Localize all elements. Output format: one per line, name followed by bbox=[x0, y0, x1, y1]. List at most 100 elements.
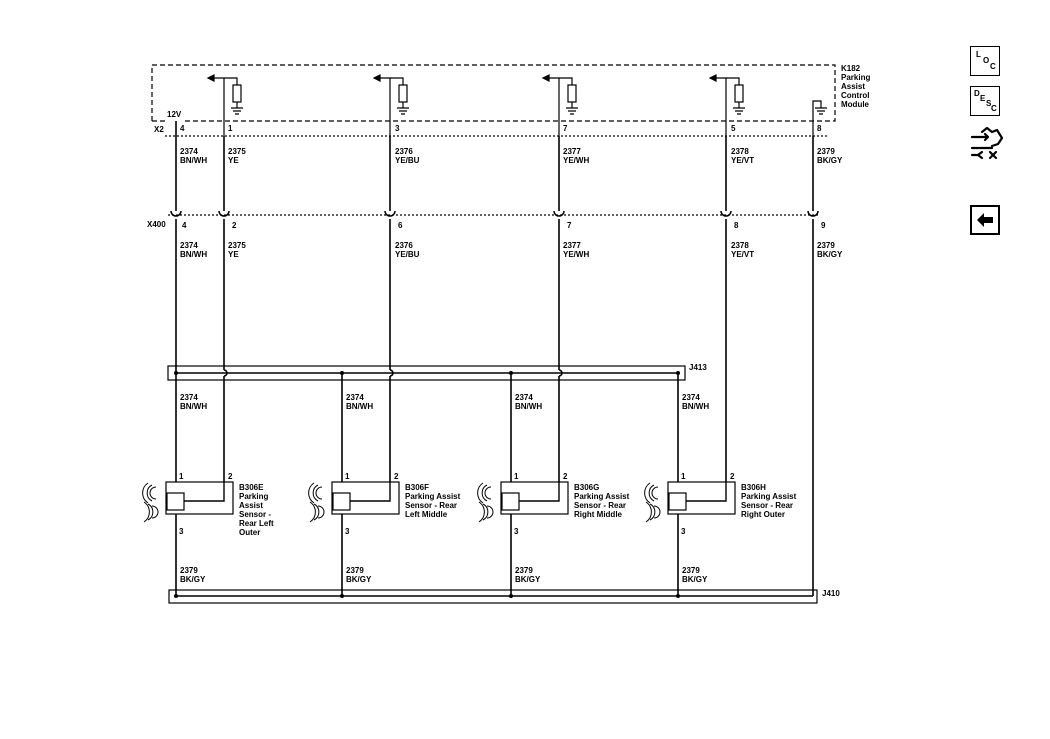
internal-circuit bbox=[541, 74, 578, 136]
ultrasonic-wave-icon bbox=[142, 482, 159, 523]
wire-circuit: 2374 bbox=[682, 393, 700, 402]
wire-color: BN/WH bbox=[180, 250, 207, 259]
wire-circuit: 2374 bbox=[180, 241, 198, 250]
sensor-name-line: Sensor - Rear bbox=[405, 501, 457, 510]
wire-circuit: 2375 bbox=[228, 147, 246, 156]
pin-label: 6 bbox=[398, 221, 403, 230]
wire-circuit: 2376 bbox=[395, 147, 413, 156]
desc-letter: E bbox=[980, 94, 986, 103]
module-name-line: Module bbox=[841, 100, 870, 109]
pin-label: 7 bbox=[567, 221, 572, 230]
sensor-name-line: Sensor - Rear bbox=[741, 501, 793, 510]
ultrasonic-wave-icon bbox=[308, 482, 325, 523]
wire-circuit: 2379 bbox=[346, 566, 364, 575]
wire-color: YE bbox=[228, 250, 239, 259]
pin-label: 5 bbox=[731, 124, 736, 133]
wire-color: BK/GY bbox=[817, 250, 843, 259]
pin-label: 8 bbox=[817, 124, 822, 133]
wire-circuit: 2377 bbox=[563, 147, 581, 156]
wire-color: YE/WH bbox=[563, 156, 589, 165]
wire-circuit: 2374 bbox=[515, 393, 533, 402]
sensor-ref: B306G bbox=[574, 483, 599, 492]
sensor-ground-wire-labels: 2379 BK/GY 2379 BK/GY 2379 BK/GY 2379 BK… bbox=[180, 566, 708, 584]
wire-color: BN/WH bbox=[515, 402, 542, 411]
desc-icon[interactable]: D E S C bbox=[970, 86, 1000, 116]
inline-connector-x400: X400 4 2 6 7 8 9 bbox=[147, 210, 826, 230]
wire-color: YE/BU bbox=[395, 156, 420, 165]
pin-label: 1 bbox=[681, 472, 686, 481]
sensor-name-line: Sensor - bbox=[239, 510, 271, 519]
desc-letter: D bbox=[974, 89, 980, 98]
wire-circuit: 2374 bbox=[346, 393, 364, 402]
wire-color: YE/WH bbox=[563, 250, 589, 259]
loc-letter: C bbox=[990, 62, 996, 71]
module-k182: K182 Parking Assist Control Module 12V X… bbox=[151, 64, 870, 137]
sensor-b306g: 1 2 3 B306G Parking Assist Sensor - Rear… bbox=[477, 472, 630, 536]
sensor-name-line: Sensor - Rear bbox=[574, 501, 626, 510]
wire-circuit: 2374 bbox=[180, 147, 198, 156]
loc-letter: L bbox=[976, 50, 981, 59]
loc-letter: O bbox=[983, 56, 990, 65]
sensor-name-line: Rear Left bbox=[239, 519, 274, 528]
pin-label: 2 bbox=[228, 472, 233, 481]
wire-circuit: 2379 bbox=[817, 147, 835, 156]
pin-label: 3 bbox=[345, 527, 350, 536]
loc-icon[interactable]: L O C bbox=[970, 46, 1000, 76]
sensor-ref: B306E bbox=[239, 483, 264, 492]
wire-color: BN/WH bbox=[180, 402, 207, 411]
pin-label: 3 bbox=[179, 527, 184, 536]
sensor-name-line: Parking Assist bbox=[405, 492, 461, 501]
wire-color: BK/GY bbox=[682, 575, 708, 584]
wire-color: YE/VT bbox=[731, 250, 754, 259]
pin-label: 2 bbox=[394, 472, 399, 481]
pin-label: 3 bbox=[514, 527, 519, 536]
wire-color: BN/WH bbox=[682, 402, 709, 411]
wire-color: BN/WH bbox=[346, 402, 373, 411]
pin-label: 1 bbox=[228, 124, 233, 133]
desc-letter: C bbox=[991, 104, 997, 113]
internal-circuit bbox=[708, 74, 745, 136]
sensor-name-line: Outer bbox=[239, 528, 260, 537]
wire-circuit: 2374 bbox=[180, 393, 198, 402]
module-pin-labels: 4 1 3 7 5 8 bbox=[180, 124, 822, 133]
wire-circuit: 2379 bbox=[817, 241, 835, 250]
module-name-line: Assist bbox=[841, 82, 865, 91]
wire-color: BK/GY bbox=[346, 575, 372, 584]
ultrasonic-wave-icon bbox=[477, 482, 494, 523]
module-ref: K182 bbox=[841, 64, 861, 73]
wire-circuit: 2378 bbox=[731, 147, 749, 156]
back-arrow-icon[interactable] bbox=[970, 205, 1000, 235]
pin-label: 4 bbox=[180, 124, 185, 133]
splice-j413: J413 bbox=[167, 363, 707, 381]
ultrasonic-wave-icon bbox=[644, 482, 661, 523]
module-name-line: Parking bbox=[841, 73, 870, 82]
wire-color: YE/BU bbox=[395, 250, 420, 259]
pin-label: 4 bbox=[182, 221, 187, 230]
wires bbox=[175, 121, 814, 596]
pin-label: 3 bbox=[681, 527, 686, 536]
wire-labels-lower: 2374 BN/WH 2375 YE 2376 YE/BU 2377 YE/WH… bbox=[180, 241, 843, 259]
pin-label: 7 bbox=[563, 124, 568, 133]
wire-color: BK/GY bbox=[515, 575, 541, 584]
splice-ref: J413 bbox=[689, 363, 707, 372]
pin-label: 2 bbox=[730, 472, 735, 481]
module-internal-circuits bbox=[206, 74, 827, 136]
sensor-b306h: 1 2 3 B306H Parking Assist Sensor - Rear… bbox=[644, 472, 797, 536]
module-connector-ref: X2 bbox=[154, 125, 164, 134]
sensor-name-line: Left Middle bbox=[405, 510, 448, 519]
wire-color: YE/VT bbox=[731, 156, 754, 165]
pin-label: 2 bbox=[232, 221, 237, 230]
sensor-name-line: Parking bbox=[239, 492, 268, 501]
module-voltage: 12V bbox=[167, 110, 182, 119]
connector-view-icon[interactable] bbox=[968, 124, 1006, 162]
wire-color: BK/GY bbox=[180, 575, 206, 584]
wire-circuit: 2378 bbox=[731, 241, 749, 250]
sensor-ref: B306F bbox=[405, 483, 429, 492]
wire-circuit: 2379 bbox=[682, 566, 700, 575]
module-name-line: Control bbox=[841, 91, 869, 100]
sensor-supply-wire-labels: 2374 BN/WH 2374 BN/WH 2374 BN/WH 2374 BN… bbox=[180, 393, 709, 411]
wire-color: BK/GY bbox=[817, 156, 843, 165]
wire-circuit: 2376 bbox=[395, 241, 413, 250]
sensor-name-line: Right Middle bbox=[574, 510, 623, 519]
pin-label: 8 bbox=[734, 221, 739, 230]
